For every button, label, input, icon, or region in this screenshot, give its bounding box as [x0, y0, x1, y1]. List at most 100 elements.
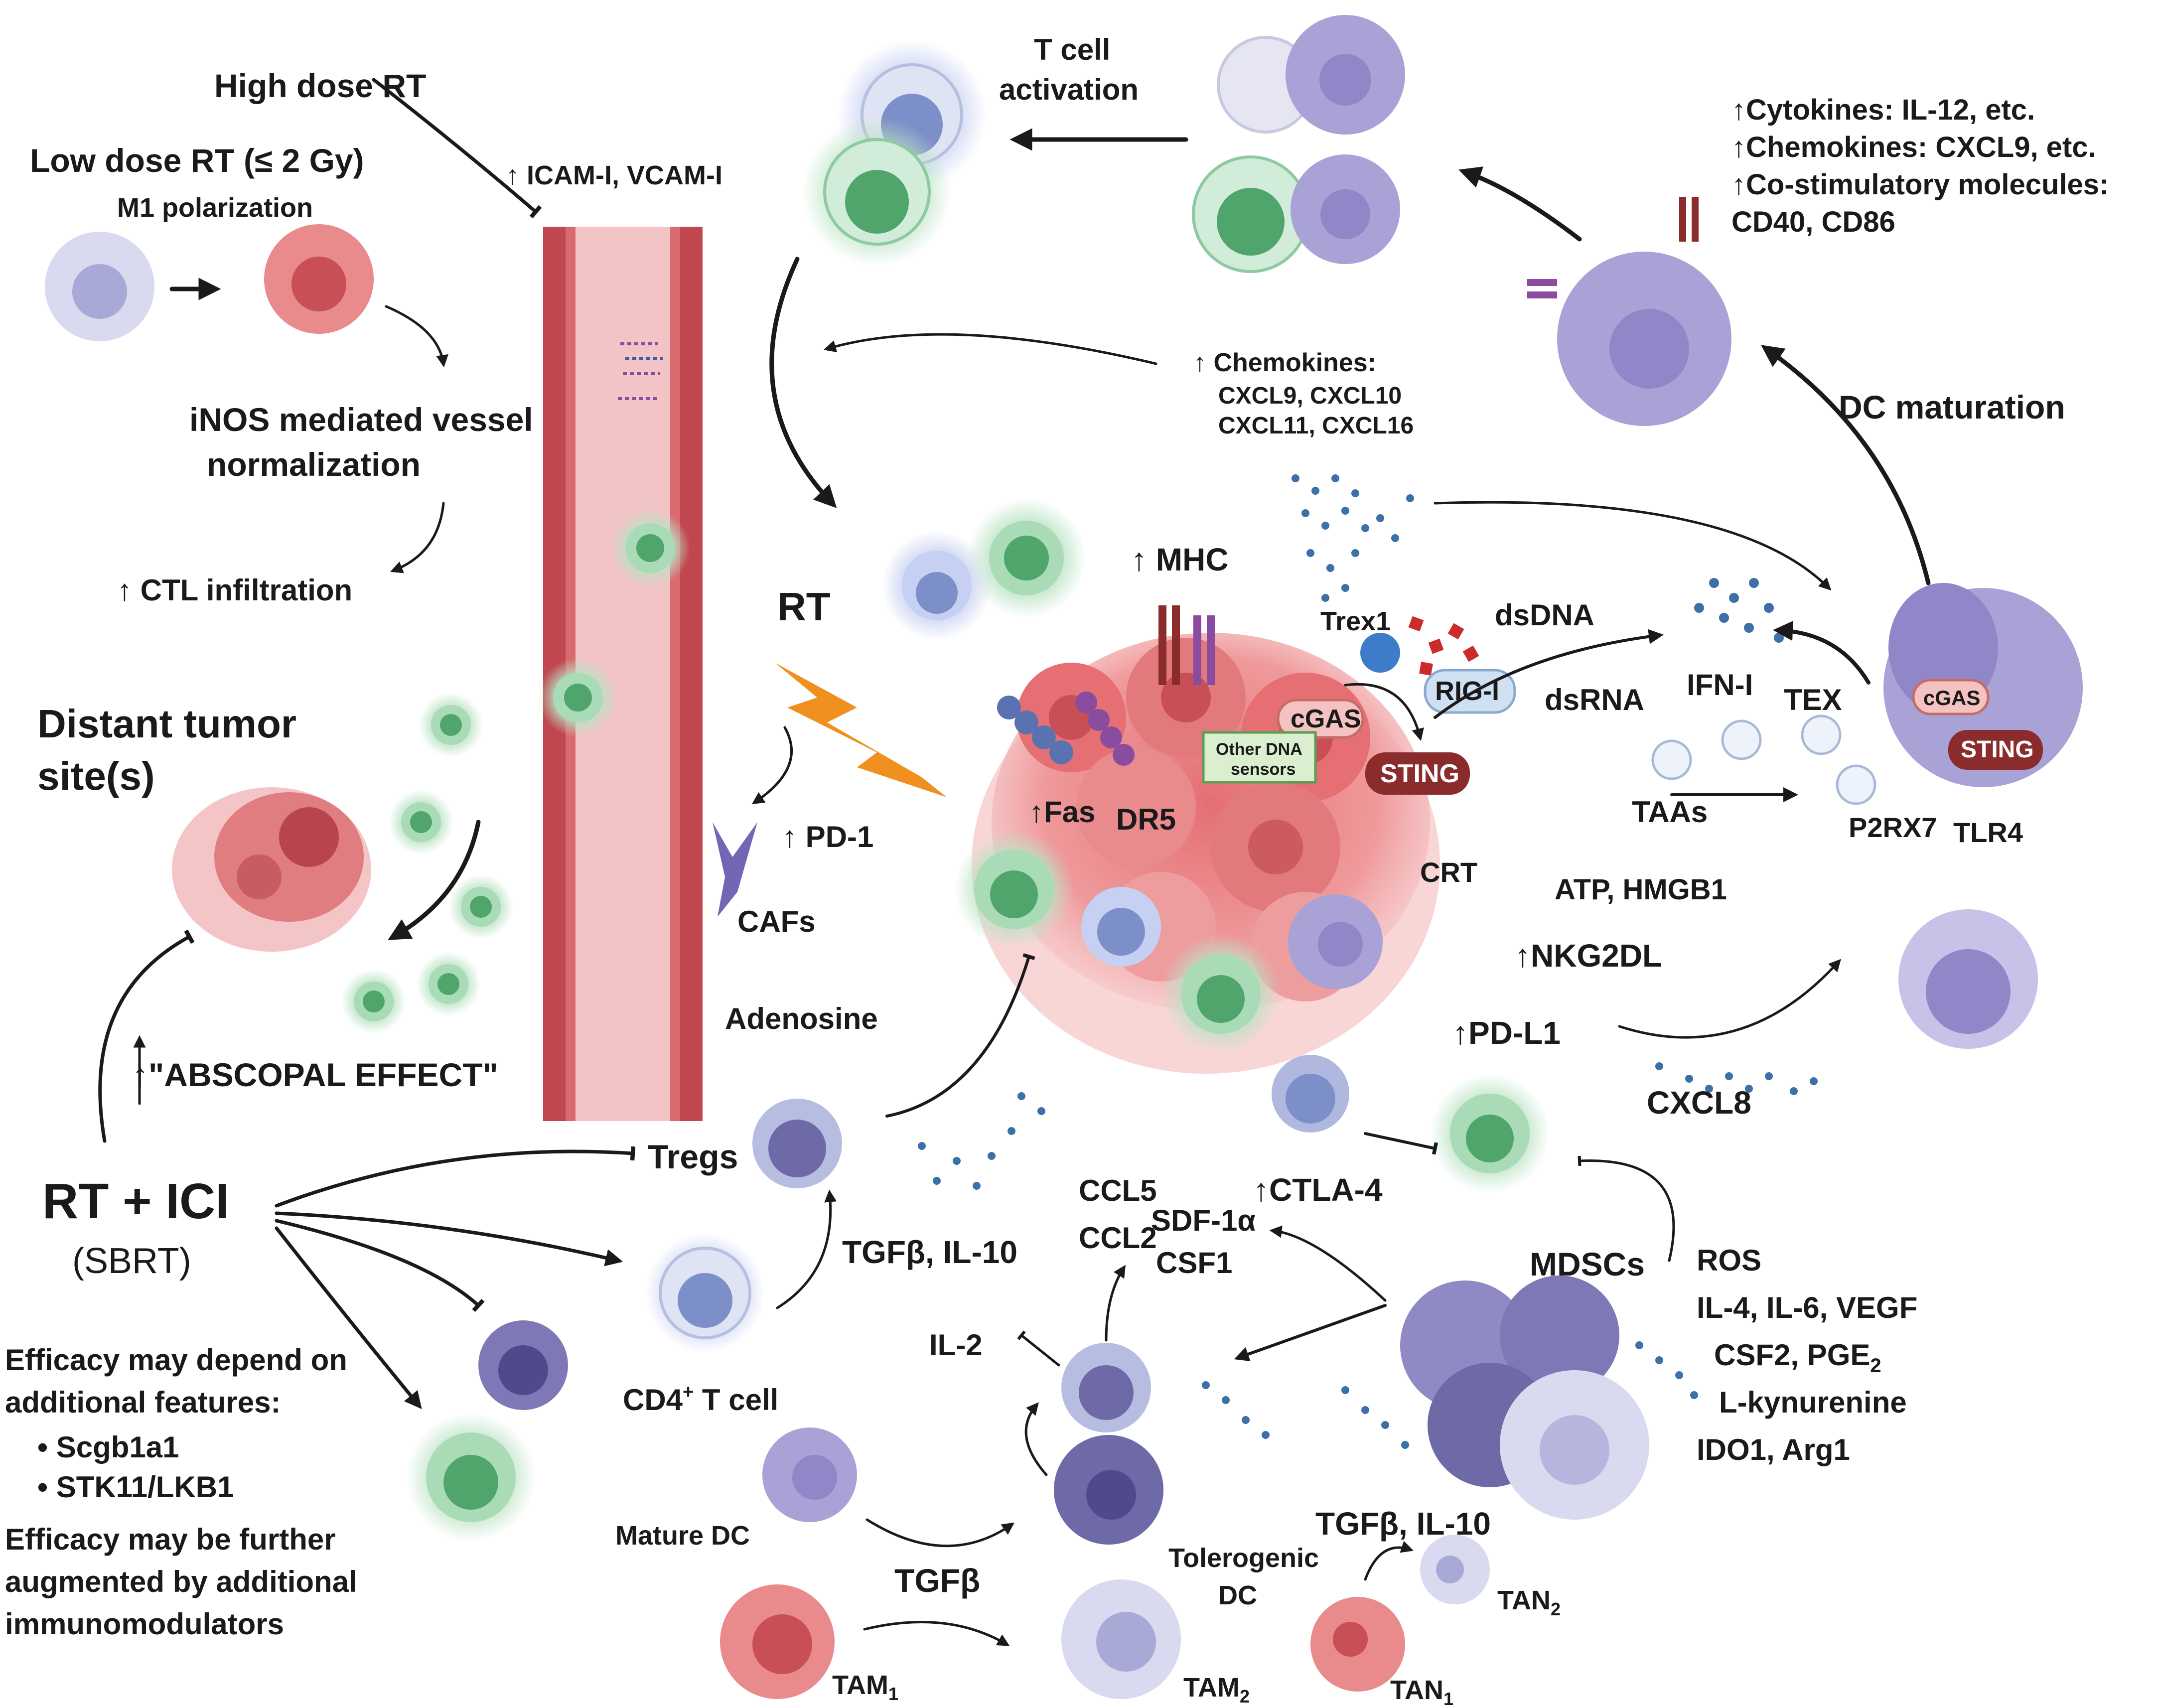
adhesion-molecules-icon — [618, 342, 663, 400]
m1-macrophage — [264, 224, 374, 334]
suppressed-cell — [478, 1320, 568, 1410]
label-t-cell-activation-1: T cell — [1034, 33, 1110, 66]
label-il4-il6-vegf: IL-4, IL-6, VEGF — [1697, 1291, 1917, 1324]
tan2-text: TAN — [1497, 1585, 1551, 1615]
label-dc-maturation: DC maturation — [1839, 389, 2065, 426]
bullet-dot-1: • — [37, 1430, 56, 1464]
label-distant-2: site(s) — [37, 754, 155, 798]
label-crt: CRT — [1420, 856, 1477, 888]
tam2-text: TAM — [1183, 1673, 1240, 1703]
dendritic-cell-cluster-top — [1192, 15, 1405, 273]
tolerogenic-dc — [1054, 1435, 1163, 1545]
distant-tumor — [172, 787, 371, 952]
tam2-cell — [1061, 1579, 1181, 1699]
label-dsdna: dsDNA — [1495, 598, 1594, 632]
label-abscopal: ↑"ABSCOPAL EFFECT" — [132, 1056, 498, 1093]
tam1-text: TAM — [832, 1670, 888, 1700]
caf-cell — [713, 822, 757, 917]
label-chemokines-mid-2: CXCL9, CXCL10 — [1218, 383, 1402, 409]
label-chemokines-top: ↑Chemokines: CXCL9, etc. — [1731, 131, 2096, 163]
label-rig-i: RIG-I — [1435, 676, 1499, 706]
arrows — [98, 78, 1931, 1646]
label-csf1: CSF1 — [1156, 1246, 1232, 1280]
mhc-receptors-icon — [1158, 605, 1215, 685]
nk-cell — [1898, 909, 2038, 1049]
label-ccl2: CCL2 — [1079, 1221, 1157, 1255]
label-sting: STING — [1380, 759, 1459, 788]
label-rt-ici: RT + ICI — [42, 1173, 229, 1229]
m0-macrophage — [45, 232, 154, 341]
label-fas: ↑Fas — [1029, 795, 1095, 829]
label-l-kynurenine: L-kynurenine — [1719, 1386, 1907, 1419]
tam1-cell — [720, 1584, 835, 1699]
label-cafs: CAFs — [737, 905, 816, 938]
tan1-cell — [1310, 1597, 1405, 1692]
csf2-pge2-text: CSF2, PGE — [1714, 1338, 1870, 1372]
label-cd4-t-cell: CD4+ T cell — [623, 1382, 778, 1417]
sting-dc-badge — [1948, 730, 2043, 770]
label-cytokines: ↑Cytokines: IL-12, etc. — [1731, 94, 2035, 126]
tan1-subscript: 1 — [1443, 1689, 1453, 1708]
label-rt: RT — [777, 584, 831, 629]
label-tlr4: TLR4 — [1953, 817, 2023, 848]
radiation-lightning-icon — [775, 663, 947, 797]
bullet-dot-2: • — [37, 1470, 56, 1504]
label-pd1: ↑ PD-1 — [782, 820, 873, 854]
label-ctl-infiltration: ↑ CTL infiltration — [117, 573, 352, 607]
label-dr5: DR5 — [1116, 803, 1176, 836]
label-ifn-i: IFN-I — [1687, 668, 1753, 702]
label-sbrt: (SBRT) — [72, 1241, 191, 1281]
label-low-dose-rt: Low dose RT (≤ 2 Gy) — [30, 142, 364, 179]
mdsc-cluster — [1400, 1276, 1649, 1520]
label-mdscs: MDSCs — [1530, 1246, 1645, 1282]
mature-dc-bottom — [762, 1427, 857, 1522]
label-sting-dc: STING — [1961, 736, 2034, 763]
treg-cell — [752, 1099, 842, 1188]
tan1-text: TAN — [1390, 1675, 1443, 1705]
label-bullet-1: • Scgb1a1 — [37, 1430, 179, 1464]
label-distant-1: Distant tumor — [37, 702, 296, 746]
tumor-dendritic-cell — [1288, 894, 1383, 989]
label-tolerogenic-2: DC — [1218, 1580, 1257, 1610]
label-p2rx7: P2RX7 — [1849, 812, 1937, 843]
label-nkg2dl: ↑NKG2DL — [1515, 938, 1662, 974]
label-inos-line1: iNOS mediated vessel — [189, 401, 533, 438]
label-high-dose-rt: High dose RT — [214, 67, 426, 104]
label-tregs: Tregs — [648, 1138, 738, 1176]
label-efficacy-2: additional features: — [5, 1386, 281, 1419]
label-mhc: ↑ MHC — [1131, 542, 1229, 577]
tam1-subscript: 1 — [888, 1684, 898, 1704]
label-sdf1a: SDF-1α — [1151, 1204, 1256, 1237]
t-cell-bottom-center — [1061, 1343, 1151, 1432]
label-m1-polarization: M1 polarization — [117, 193, 313, 223]
label-inos-line2: normalization — [207, 446, 421, 483]
label-atp-hmgb1: ATP, HMGB1 — [1555, 873, 1727, 906]
tam2-subscript: 2 — [1240, 1686, 1250, 1707]
other-dna-sensors-badge — [1202, 731, 1317, 784]
label-tgfb-il10-left: TGFβ, IL-10 — [842, 1234, 1017, 1270]
label-cxcl8: CXCL8 — [1647, 1085, 1751, 1121]
label-tex: TEX — [1784, 683, 1842, 716]
cgas-badge — [1277, 699, 1364, 739]
label-cgas-dc: cGAS — [1923, 686, 1980, 710]
dr5-receptor-icon — [1075, 692, 1135, 766]
label-efficacy-4: augmented by additional — [5, 1565, 357, 1598]
label-bullet-2: • STK11/LKB1 — [37, 1470, 234, 1504]
label-t-cell-activation-2: activation — [999, 73, 1139, 106]
label-il2: IL-2 — [929, 1328, 983, 1362]
mature-dendritic-cell-right — [1527, 197, 1731, 426]
label-trex1: Trex1 — [1320, 606, 1391, 636]
activated-t-cell-bottom — [406, 1413, 536, 1542]
label-chemokines-mid-1: ↑ Chemokines: — [1193, 348, 1376, 377]
cd4-tail-text: T cell — [694, 1383, 778, 1417]
trex1-icon — [1360, 633, 1400, 673]
cd4-t-cell — [645, 1233, 765, 1353]
cgas-dc-badge — [1912, 679, 1990, 715]
cd4-text: CD4 — [623, 1383, 683, 1417]
label-pdl1: ↑PD-L1 — [1452, 1015, 1561, 1051]
label-mature-dc: Mature DC — [615, 1521, 750, 1551]
label-efficacy-5: immunomodulators — [5, 1607, 284, 1641]
cd4-superscript: + — [683, 1382, 694, 1403]
label-csf2-pge2: CSF2, PGE2 — [1714, 1338, 1881, 1377]
